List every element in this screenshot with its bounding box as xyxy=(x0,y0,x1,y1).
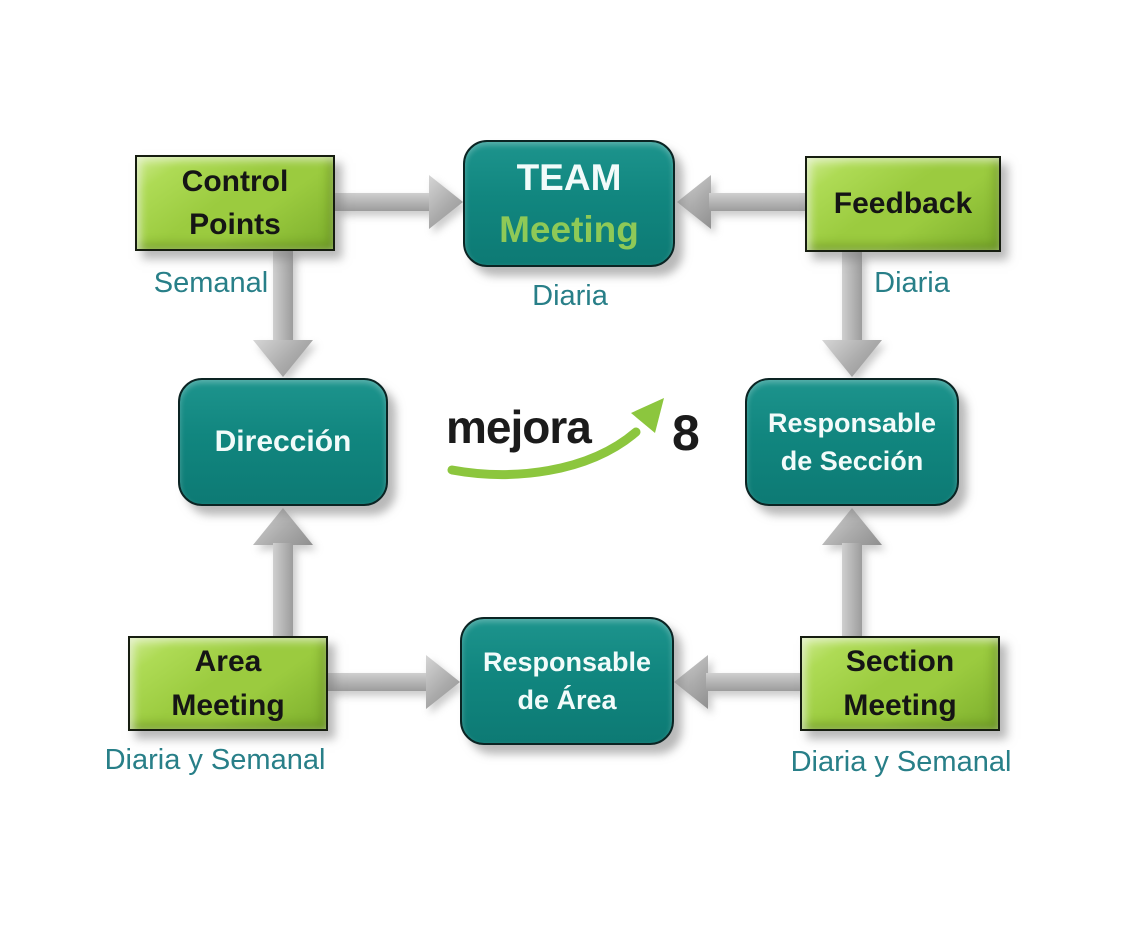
arrowhead-down-icon xyxy=(253,340,313,377)
arrowhead-up-icon xyxy=(822,508,882,545)
frequency-label-area-meeting: Diaria y Semanal xyxy=(104,744,326,776)
arrow-shaft xyxy=(328,673,428,691)
arrow-control-points-to-direccion xyxy=(253,249,313,377)
node-responsable-area: Responsable de Área xyxy=(460,617,674,745)
node-line: Responsable xyxy=(482,646,652,677)
node-line: de Área xyxy=(517,685,617,715)
node-section-meeting: Section Meeting xyxy=(800,636,1000,731)
arrowhead-left-icon xyxy=(674,655,708,709)
arrow-control-points-to-team-meeting xyxy=(335,175,463,229)
logo-wordmark: mejora xyxy=(446,401,592,453)
growth-arrow-icon xyxy=(447,398,664,479)
arrow-shaft xyxy=(335,193,431,211)
arrow-feedback-to-responsable-seccion xyxy=(822,251,882,377)
node-direccion: Dirección xyxy=(178,378,388,506)
node-control-points: Control Points xyxy=(135,155,335,251)
node-feedback: Feedback xyxy=(805,156,1001,252)
frequency-label-control-points: Semanal xyxy=(153,267,269,299)
arrow-area-meeting-to-direccion xyxy=(253,508,313,637)
node-team-meeting: TEAM Meeting xyxy=(463,140,675,267)
node-line: Responsable xyxy=(767,407,937,438)
node-line: Area xyxy=(194,645,262,678)
frequency-label-feedback: Diaria xyxy=(874,267,950,299)
node-line: Points xyxy=(189,208,281,241)
node-line: Meeting xyxy=(171,688,285,722)
node-line: Dirección xyxy=(214,425,352,458)
arrow-shaft xyxy=(709,193,805,211)
node-area-meeting: Area Meeting xyxy=(128,636,328,731)
node-line: Meeting xyxy=(499,208,639,250)
node-line: Meeting xyxy=(843,688,957,722)
arrow-section-meeting-to-responsable-area xyxy=(674,655,802,709)
arrowhead-left-icon xyxy=(677,175,711,229)
node-line: Feedback xyxy=(833,187,973,221)
arrow-shaft xyxy=(706,673,802,691)
arrow-shaft xyxy=(842,251,862,342)
node-line: de Sección xyxy=(780,446,924,476)
arrow-shaft xyxy=(273,249,293,342)
arrowhead-down-icon xyxy=(822,340,882,377)
node-line: Section xyxy=(845,645,955,678)
arrowhead-right-icon xyxy=(426,655,460,709)
node-line: Control xyxy=(181,164,289,198)
node-responsable-seccion: Responsable de Sección xyxy=(745,378,959,506)
arrowhead-right-icon xyxy=(429,175,463,229)
mejora8-logo: mejora 8 xyxy=(440,386,720,490)
arrow-shaft xyxy=(842,543,862,637)
node-line: TEAM xyxy=(516,156,622,198)
arrow-area-meeting-to-responsable-area xyxy=(328,655,460,709)
logo-number: 8 xyxy=(672,405,700,461)
arrow-section-meeting-to-responsable-seccion xyxy=(822,508,882,637)
arrowhead-up-icon xyxy=(253,508,313,545)
frequency-label-section-meeting: Diaria y Semanal xyxy=(790,746,1012,778)
frequency-label-team-meeting: Diaria xyxy=(532,280,608,312)
arrow-feedback-to-team-meeting xyxy=(677,175,805,229)
arrow-shaft xyxy=(273,543,293,637)
